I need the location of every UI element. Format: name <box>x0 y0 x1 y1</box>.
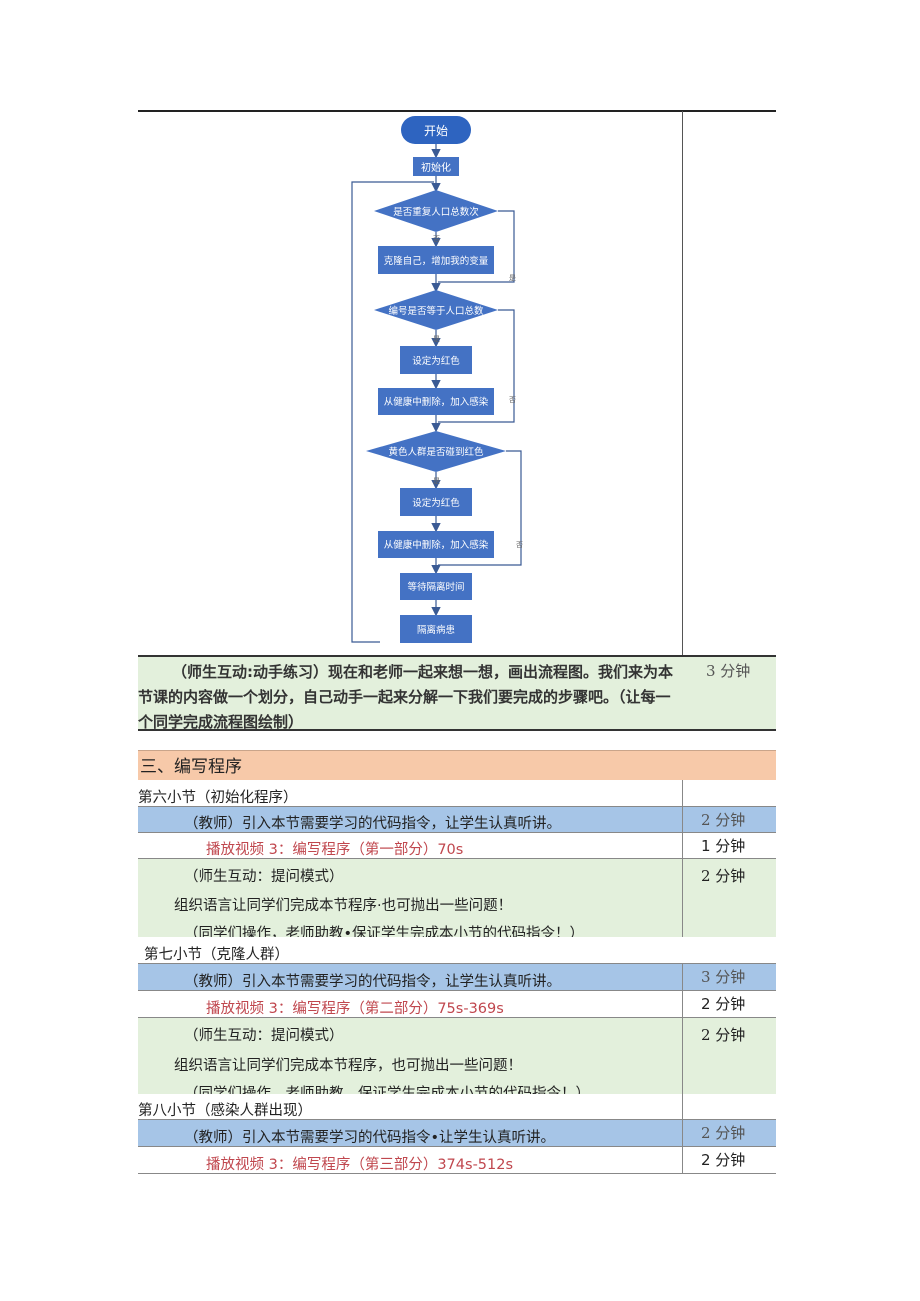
teacher-text: （教师）引入本节需要学习的代码指令，让学生认真听讲。 <box>184 974 561 990</box>
flow-label-yes-1: 是 <box>509 274 516 282</box>
flow-decision2: 编号是否等于人口总数 <box>388 305 484 317</box>
flow-remove1: 从健康中删除，加入感染 <box>384 396 489 408</box>
interaction-row: （师生互动:动手练习）现在和老师一起来想一想，画出流程图。我们来为本节课的内容做… <box>138 655 776 731</box>
interaction-title: （师生互动：提问模式） <box>184 869 344 885</box>
flowchart: 开始 初始化 是否重复人口总数次 克隆自己，增加我的变量 编号是否等于人口总数 … <box>138 112 682 655</box>
teacher-row: （教师）引入本节需要学习的代码指令•让学生认真听讲。 2 分钟 <box>138 1120 776 1147</box>
teacher-time: 2 分钟 <box>682 807 776 832</box>
flow-label-no-2: 否 <box>509 396 516 404</box>
flow-setred2: 设定为红色 <box>412 497 460 509</box>
teacher-time: 2 分钟 <box>682 1120 776 1146</box>
video-time: 2 分钟 <box>682 1147 776 1173</box>
subsection-row: 第六小节（初始化程序） <box>138 780 776 807</box>
flow-isolate: 隔离病患 <box>417 624 455 636</box>
subsection-row: 第七小节（克隆人群） <box>138 937 776 964</box>
interaction-time: 2 分钟 <box>682 859 776 937</box>
teacher-row: （教师）引入本节需要学习的代码指令，让学生认真听讲。 3 分钟 <box>138 964 776 991</box>
subsection-title: 第七小节（克隆人群） <box>144 947 289 963</box>
interaction-line: 组织语言让同学们完成本节程序·也可抛出一些问题！ <box>174 898 513 914</box>
interaction-title: （师生互动：提问模式） <box>184 1028 344 1044</box>
flow-clone: 克隆自己，增加我的变量 <box>384 255 489 267</box>
teacher-text: （教师）引入本节需要学习的代码指令•让学生认真听讲。 <box>184 1130 556 1146</box>
subsection-title: 第六小节（初始化程序） <box>138 790 298 806</box>
interaction-line: 组织语言让同学们完成本节程序，也可抛出一些问题！ <box>174 1058 522 1074</box>
video-row: 播放视频 3：编写程序（第一部分）70s 1 分钟 <box>138 833 776 859</box>
flow-decision3: 黄色人群是否碰到红色 <box>388 446 484 458</box>
table-column-divider <box>682 111 683 731</box>
video-row: 播放视频 3：编写程序（第二部分）75s-369s 2 分钟 <box>138 991 776 1018</box>
flow-remove2: 从健康中删除，加入感染 <box>384 539 489 551</box>
flow-label-yes-3: 是 <box>433 477 440 485</box>
flow-label-no-3: 否 <box>516 541 523 549</box>
video-text: 播放视频 3：编写程序（第二部分）75s-369s <box>206 1001 504 1017</box>
section-title: 三、编写程序 <box>138 750 776 780</box>
flow-start: 开始 <box>424 124 448 138</box>
flow-label-yes-2: 是 <box>433 335 440 343</box>
interaction-line: （同学们操作，老师助教，保证学生完成本小节的代码指令！） <box>184 1086 590 1094</box>
video-text: 播放视频 3：编写程序（第一部分）70s <box>206 842 464 858</box>
interaction-block: （师生互动：提问模式） 组织语言让同学们完成本节程序，也可抛出一些问题！ （同学… <box>138 1018 776 1094</box>
table-top-border <box>138 110 776 112</box>
flow-setred1: 设定为红色 <box>412 355 460 367</box>
video-time: 2 分钟 <box>682 991 776 1017</box>
teacher-text: （教师）引入本节需要学习的代码指令，让学生认真听讲。 <box>184 816 561 832</box>
video-row: 播放视频 3：编写程序（第三部分）374s-512s 2 分钟 <box>138 1147 776 1174</box>
flow-label-no-1: 否 <box>433 235 440 243</box>
interaction-text: （师生互动:动手练习）现在和老师一起来想一想，画出流程图。我们来为本节课的内容做… <box>138 663 674 731</box>
interaction-line: （同学们操作，老师助教•保证学生完成本小节的代码指令！） <box>184 926 585 937</box>
flow-decision1: 是否重复人口总数次 <box>393 206 479 218</box>
video-text: 播放视频 3：编写程序（第三部分）374s-512s <box>206 1157 514 1173</box>
interaction-time: 2 分钟 <box>682 1018 776 1094</box>
subsection-title: 第八小节（感染人群出现） <box>138 1103 312 1119</box>
flow-init: 初始化 <box>421 161 451 174</box>
teacher-time: 3 分钟 <box>682 964 776 990</box>
teacher-row: （教师）引入本节需要学习的代码指令，让学生认真听讲。 2 分钟 <box>138 807 776 833</box>
subsection-row: 第八小节（感染人群出现） <box>138 1094 776 1120</box>
interaction-time: 3 分钟 <box>706 662 751 680</box>
video-time: 1 分钟 <box>682 833 776 858</box>
interaction-block: （师生互动：提问模式） 组织语言让同学们完成本节程序·也可抛出一些问题！ （同学… <box>138 859 776 937</box>
flow-wait: 等待隔离时间 <box>407 581 464 593</box>
